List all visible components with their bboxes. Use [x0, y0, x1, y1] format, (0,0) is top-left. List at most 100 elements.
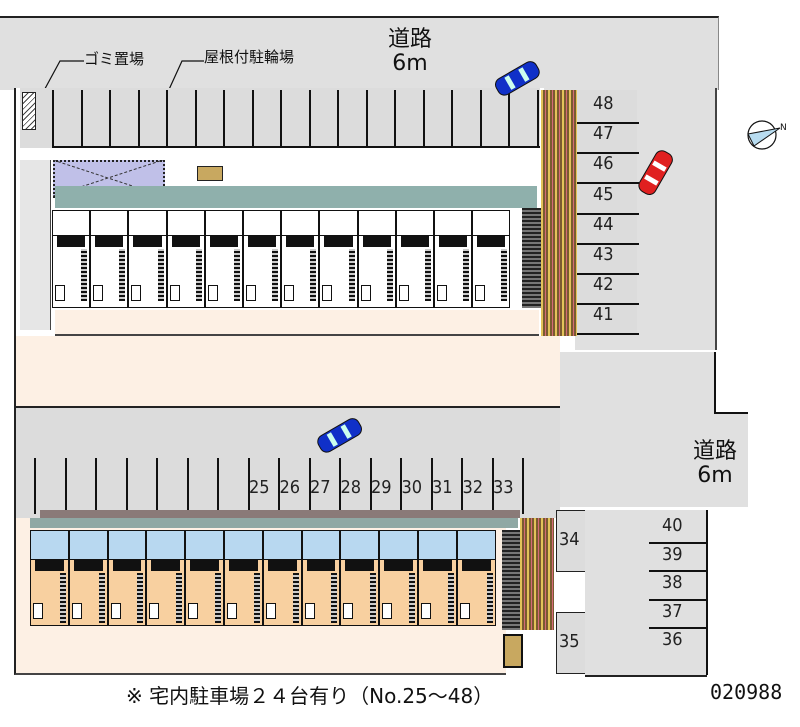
unit-kitchen — [151, 559, 181, 571]
parking-divider — [522, 458, 524, 514]
unit-toilet — [265, 603, 276, 619]
garbage-label: ゴミ置場 — [84, 50, 145, 68]
apartment-unit — [107, 530, 147, 626]
apartment-unit — [146, 530, 186, 626]
parking-spot-26: 26 — [279, 477, 301, 498]
unit-bath — [253, 573, 260, 623]
parking-divider — [337, 90, 339, 146]
top-road-name: 道路 — [387, 27, 432, 52]
unit-kitchen — [95, 235, 124, 247]
parking-divider — [451, 90, 453, 146]
parking-divider — [80, 90, 83, 146]
unit-toilet — [343, 603, 354, 619]
parking-divider — [365, 90, 368, 146]
parking-divider — [156, 458, 158, 514]
footer-note: ※ 宅内駐車場２４台有り（No.25～48） — [126, 684, 494, 708]
parking-divider — [508, 90, 510, 146]
unit-toilet — [93, 285, 104, 301]
right-road-label: 道路 6m — [680, 440, 750, 488]
apartment-unit — [185, 530, 224, 626]
parking-spot-46: 46 — [593, 153, 614, 175]
unit-bath — [348, 249, 355, 301]
apartment-unit — [204, 210, 243, 308]
parking-divider — [64, 458, 67, 514]
unit-bath — [98, 573, 105, 623]
parking-divider — [95, 458, 97, 514]
apartment-unit — [262, 530, 302, 626]
unit-toilet — [304, 603, 315, 619]
parking-divider — [223, 90, 225, 146]
lower-stairs — [502, 530, 520, 630]
apartment-unit — [30, 530, 69, 626]
parking-spot-36: 36 — [662, 629, 683, 651]
parking-divider — [577, 122, 639, 124]
unit-entry — [341, 531, 379, 560]
unit-bath — [408, 573, 415, 623]
unit-kitchen — [73, 559, 103, 571]
apartment-unit — [90, 210, 129, 308]
unit-bath — [119, 249, 126, 301]
unit-toilet — [246, 285, 256, 301]
parking-divider — [166, 90, 168, 146]
apartment-unit — [418, 530, 457, 626]
apartment-unit — [281, 210, 320, 308]
unit-entry — [396, 211, 433, 236]
parking-divider — [34, 458, 36, 514]
apartment-unit — [166, 210, 205, 308]
parking-divider — [649, 627, 707, 630]
unit-entry — [167, 211, 204, 236]
parking-spot-34: 34 — [556, 510, 586, 572]
parking-divider — [649, 598, 707, 601]
unit-entry — [435, 211, 472, 236]
unit-toilet — [188, 603, 199, 619]
apartment-unit — [472, 210, 511, 308]
lower-parking-area — [14, 408, 560, 518]
unit-entry — [129, 211, 166, 236]
apartment-unit — [379, 530, 418, 626]
unit-bath — [447, 573, 454, 623]
parking-spot-37: 37 — [662, 600, 683, 622]
unit-toilet — [33, 603, 43, 619]
parking-divider — [430, 458, 433, 514]
unit-entry — [380, 531, 417, 560]
unit-kitchen — [423, 559, 452, 571]
parking-spot-31: 31 — [432, 477, 453, 498]
parking-spot-32: 32 — [462, 477, 484, 498]
apartment-unit — [319, 210, 358, 308]
parking-divider — [577, 303, 639, 306]
unit-bath — [233, 249, 240, 301]
parking-divider — [339, 458, 341, 514]
car-blue-icon — [317, 418, 362, 453]
parking-spot-45: 45 — [593, 183, 614, 205]
unit-entry — [302, 531, 340, 560]
parking-spot-47: 47 — [593, 123, 614, 145]
right-road-name: 道路 — [692, 439, 737, 464]
parking-divider — [649, 541, 707, 544]
unit-kitchen — [477, 235, 506, 247]
parking-divider — [649, 570, 707, 573]
unit-entry — [320, 211, 357, 236]
unit-kitchen — [286, 235, 315, 247]
unit-kitchen — [384, 559, 413, 571]
unit-kitchen — [133, 235, 162, 247]
unit-entry — [205, 211, 242, 236]
parking-spot-30: 30 — [401, 477, 423, 498]
apartment-unit — [224, 530, 263, 626]
upper-left-walk — [20, 160, 51, 330]
svg-text:N: N — [780, 123, 787, 133]
parking-spot-29: 29 — [371, 477, 392, 498]
unit-toilet — [475, 285, 486, 301]
unit-toilet — [149, 603, 160, 619]
parking-divider — [186, 458, 189, 514]
parking-divider — [577, 212, 639, 215]
lower-right-drive — [585, 510, 707, 677]
unit-bath — [81, 249, 88, 301]
unit-bath — [59, 573, 66, 623]
parking-divider — [577, 242, 639, 245]
parking-divider — [577, 333, 639, 336]
unit-entry — [473, 211, 510, 236]
unit-toilet — [131, 285, 142, 301]
unit-bath — [331, 573, 338, 623]
apartment-unit — [128, 210, 167, 308]
unit-bath — [386, 249, 393, 301]
